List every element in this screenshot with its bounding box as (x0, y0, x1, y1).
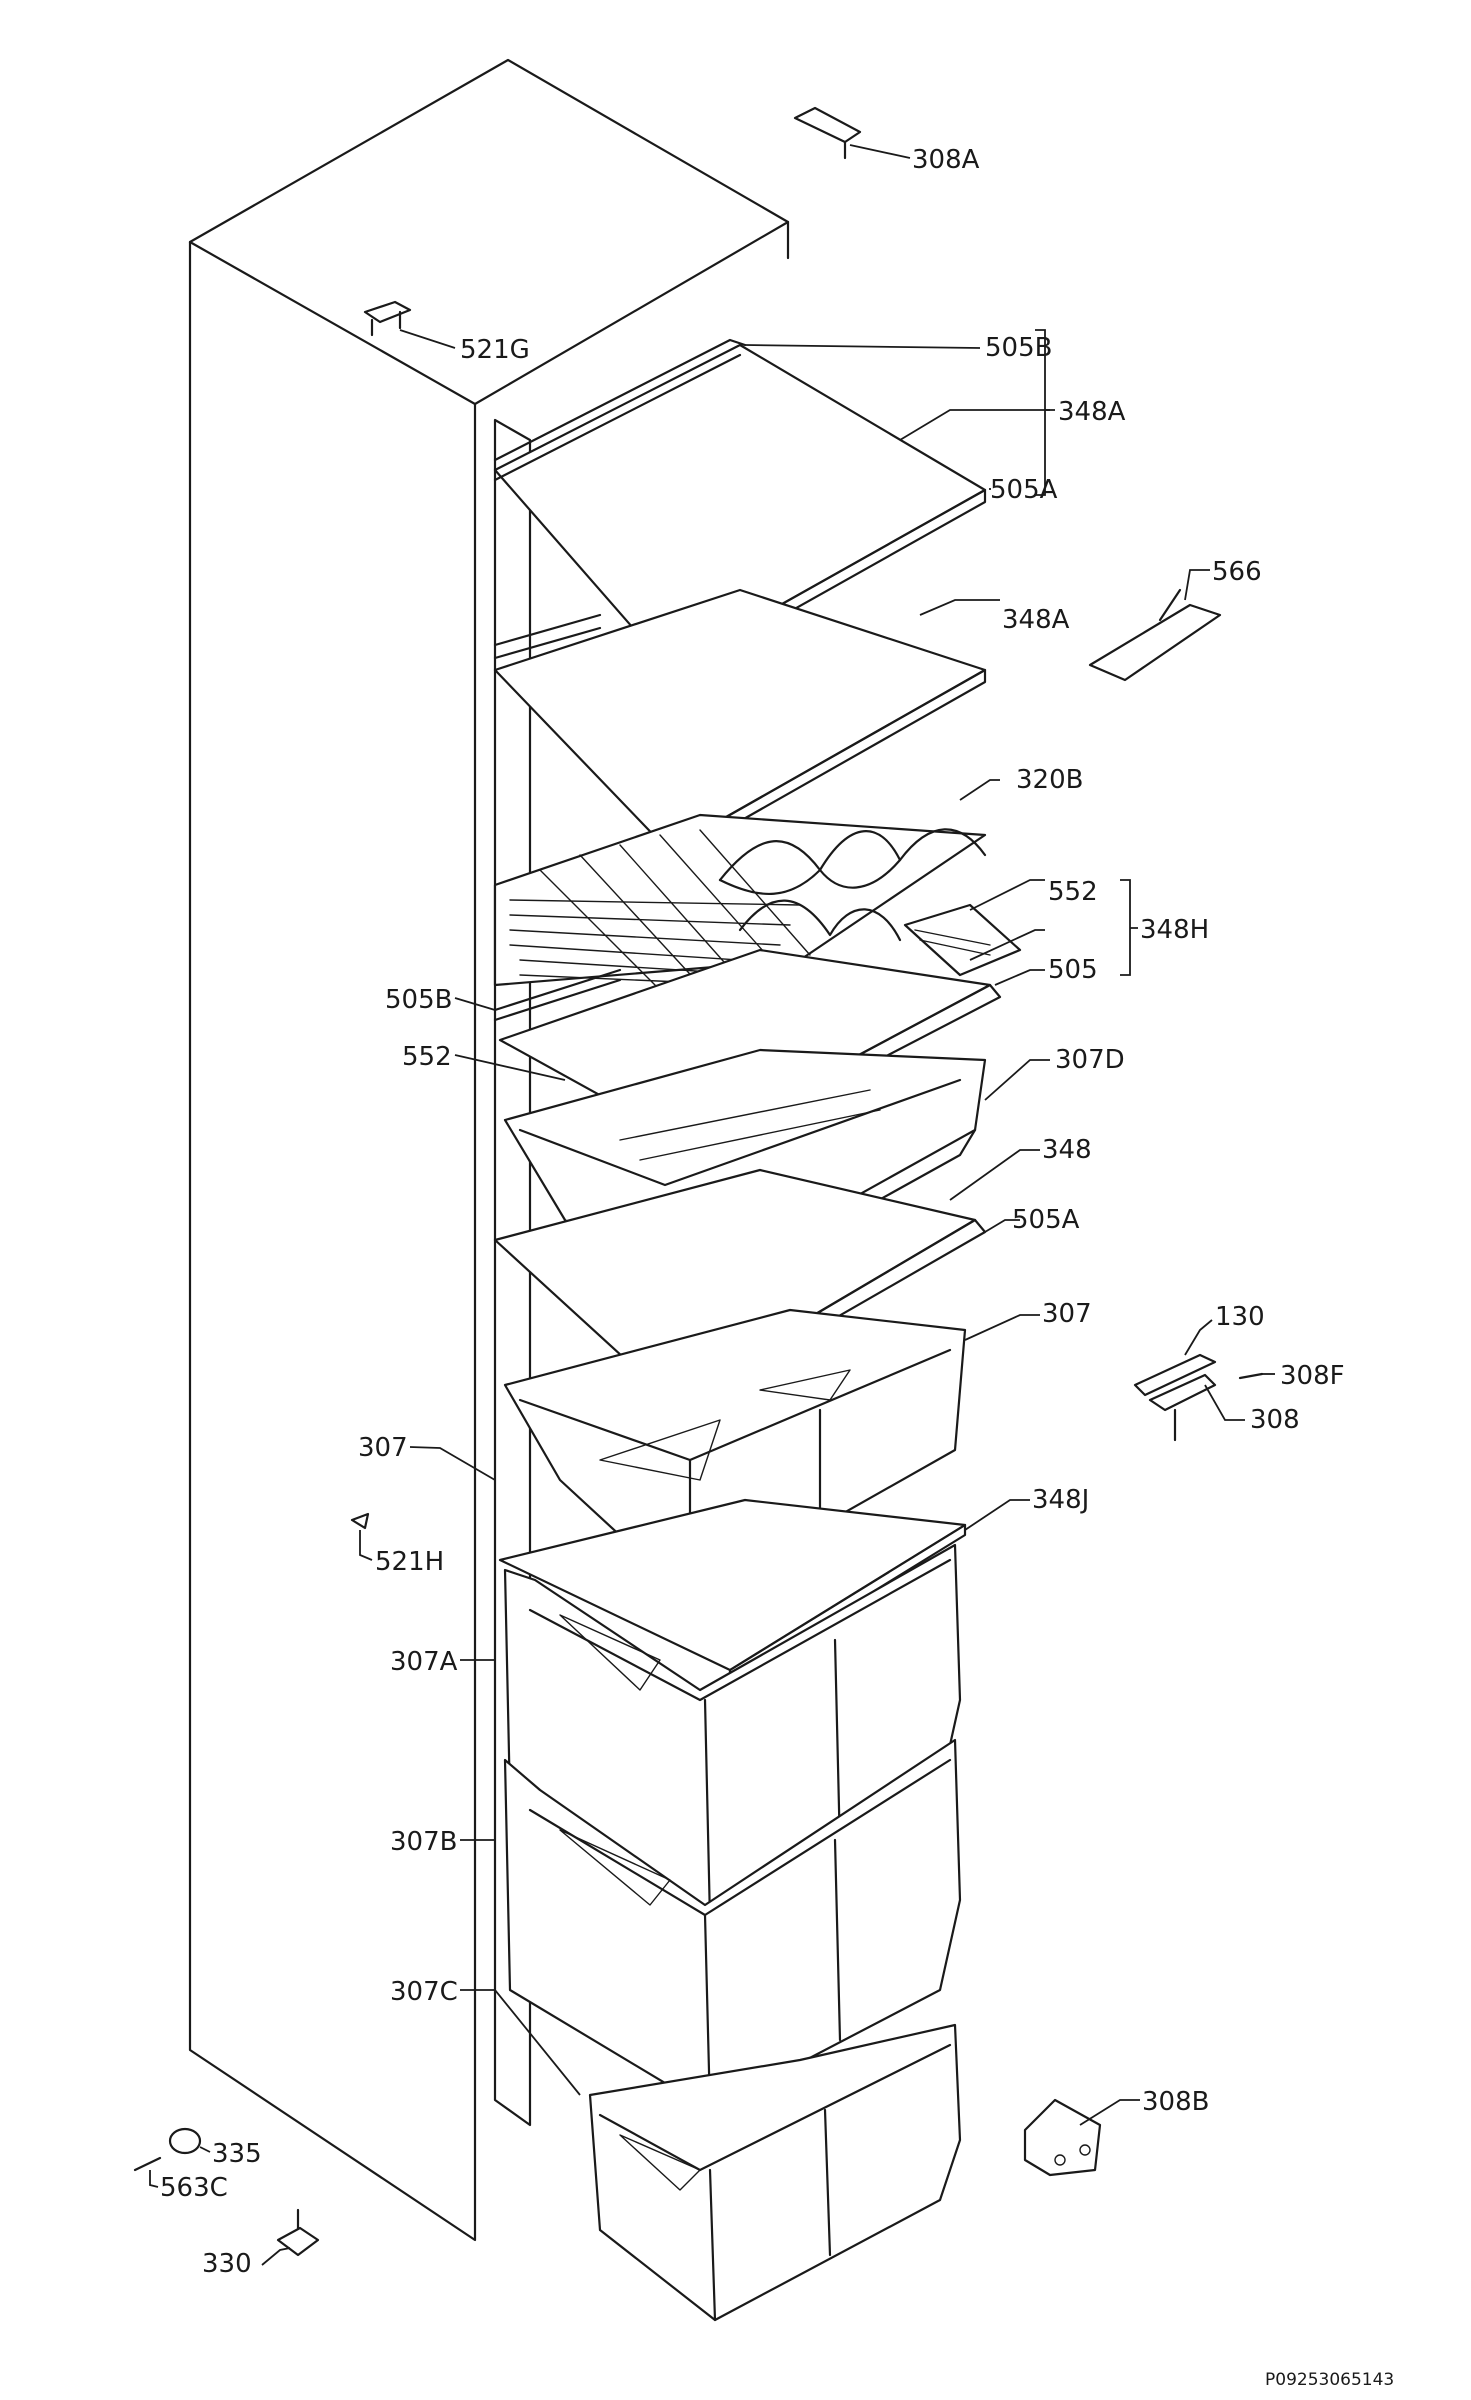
bottle-rack-top (718, 828, 987, 882)
hinge-308b (1023, 2098, 1102, 2177)
part-labels: 308A 521G 505B 348A 505A 566 348A 320B 5… (160, 145, 1345, 2279)
hinge-130 (1133, 1353, 1217, 1397)
pin-563c (133, 2156, 162, 2172)
shelf-rear-rail (493, 613, 602, 660)
label-320b: 320B (1016, 765, 1083, 795)
wine-rack-320b (493, 813, 987, 991)
label-348h: 348H (1140, 915, 1209, 945)
label-308: 308 (1250, 1405, 1300, 1435)
shelf-348a-top (493, 338, 987, 682)
label-505b-left: 505B (385, 985, 452, 1015)
label-521h: 521H (375, 1547, 444, 1577)
cover-521g (363, 300, 412, 337)
leader-lines (149, 144, 1275, 2266)
label-348j: 348J (1032, 1485, 1089, 1515)
label-308f: 308F (1280, 1361, 1345, 1391)
label-563c: 563C (160, 2173, 228, 2203)
label-348a-mid: 348A (1002, 605, 1070, 635)
small-tray-348h (903, 903, 1022, 977)
label-521g: 521G (460, 335, 530, 365)
label-307c: 307C (390, 1977, 458, 2007)
label-552-left: 552 (402, 1042, 452, 1072)
label-307d: 307D (1055, 1045, 1125, 1075)
hinge-308 (1148, 1373, 1217, 1442)
label-130: 130 (1215, 1302, 1265, 1332)
label-307b: 307B (390, 1827, 457, 1857)
label-552-right: 552 (1048, 877, 1098, 907)
label-505: 505 (1048, 955, 1098, 985)
label-308a: 308A (912, 145, 980, 175)
drawer-307c (588, 2023, 962, 2322)
pin-308f (1238, 1372, 1264, 1380)
label-566: 566 (1212, 557, 1262, 587)
label-308b: 308B (1142, 2087, 1209, 2117)
drawer-307b (503, 1738, 962, 2112)
label-307-right: 307 (1042, 1299, 1092, 1329)
cabinet-body (188, 58, 790, 2242)
label-335: 335 (212, 2139, 262, 2169)
wire-grid (509, 899, 801, 986)
label-307-left: 307 (358, 1433, 408, 1463)
cabinet-side (188, 240, 477, 2242)
label-505a-mid: 505A (1012, 1205, 1080, 1235)
shelf-rear-trim-505b (493, 338, 747, 462)
drawer-307 (503, 1308, 967, 1602)
shelf-rear-trim-505b (493, 968, 622, 1022)
cabinet-door-frame (493, 418, 532, 2127)
wire-grid-cross (539, 829, 811, 991)
bracket-566 (1088, 588, 1222, 682)
label-330: 330 (202, 2249, 252, 2279)
label-505a-top: 505A (990, 475, 1058, 505)
screw-521h (350, 1512, 370, 1530)
label-348: 348 (1042, 1135, 1092, 1165)
label-307a: 307A (390, 1647, 458, 1677)
label-505b-top: 505B (985, 333, 1052, 363)
foot-330 (276, 2208, 320, 2257)
diagram-reference-number: P09253065143 (1265, 2370, 1394, 2390)
cap-335 (168, 2127, 202, 2155)
label-348a-top: 348A (1058, 397, 1126, 427)
hinge-308a (793, 106, 862, 160)
